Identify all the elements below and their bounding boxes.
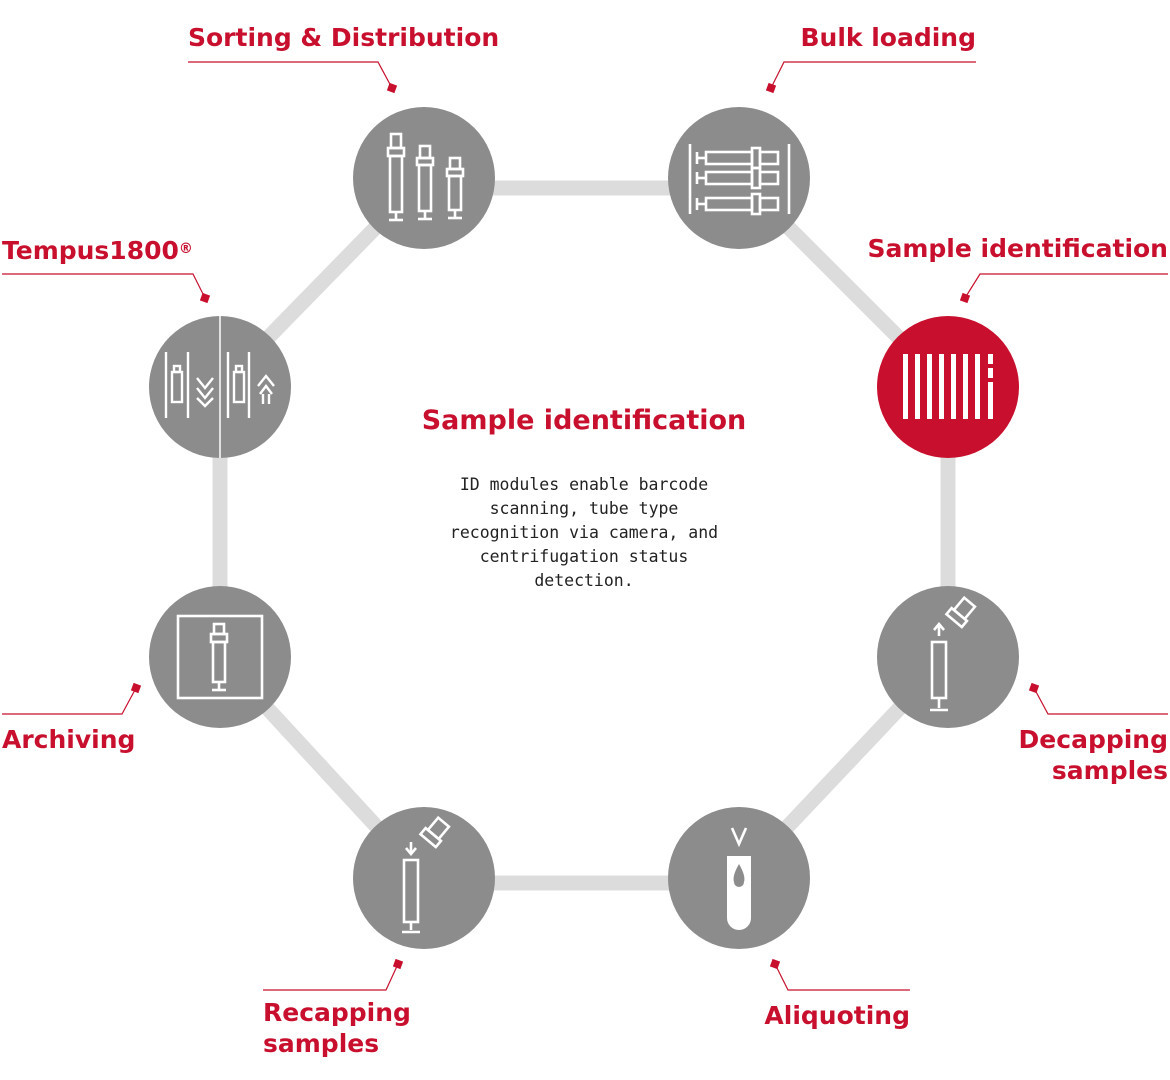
label-bulk: Bulk loading: [800, 23, 976, 52]
send-receive-icon: [164, 316, 275, 458]
callout-dot: [199, 292, 211, 304]
callout-line-bulk: [770, 61, 976, 89]
callout-dots: [130, 82, 1040, 970]
station-circle: [877, 316, 1019, 458]
callout-dot: [392, 958, 404, 970]
station-circle: [353, 807, 495, 949]
archive-icon: [176, 614, 264, 700]
callout-dot: [959, 292, 971, 304]
callout-line-decapping: [1033, 687, 1168, 715]
tube-rack-icon: [688, 144, 791, 216]
station-recapping[interactable]: [353, 807, 495, 949]
callout-line-tempus: [2, 273, 206, 299]
label-line: samples: [1051, 756, 1168, 785]
station-tempus[interactable]: [149, 316, 291, 458]
label-archiving: Archiving: [2, 725, 136, 754]
registered-mark: ®: [178, 241, 193, 257]
aliquot-tube-icon: [727, 827, 751, 930]
station-circle: [877, 586, 1019, 728]
center-title: Sample identification: [421, 405, 747, 436]
callout-dot: [130, 682, 142, 694]
station-circle: [149, 586, 291, 728]
decap-icon: [930, 595, 977, 712]
label-line: samples: [263, 1029, 380, 1058]
station-circle: [353, 107, 495, 249]
callout-dot: [769, 958, 781, 970]
recap-icon: [402, 815, 451, 934]
callout-dot: [1028, 682, 1040, 694]
label-aliquoting: Aliquoting: [764, 1001, 910, 1030]
station-archiving[interactable]: [149, 586, 291, 728]
station-identification[interactable]: [877, 316, 1019, 458]
callout-line-aliquoting: [774, 963, 910, 991]
station-circle: [668, 107, 810, 249]
tubes-icon: [386, 132, 465, 222]
label-line: Recapping: [263, 998, 411, 1027]
center-description: ID modules enable barcode scanning, tube…: [449, 475, 719, 590]
callout-line-recapping: [263, 963, 399, 991]
label-recapping: Recapping samples: [263, 997, 411, 1059]
callout-line-sorting: [188, 61, 393, 89]
barcode-icon: [903, 354, 993, 419]
label-identification: Sample identification: [867, 234, 1168, 263]
callout-dot: [386, 82, 398, 94]
label-text: Tempus1800: [2, 236, 179, 265]
station-aliquoting[interactable]: [668, 807, 810, 949]
callout-lines: [2, 61, 1168, 991]
callout-dot: [765, 82, 777, 94]
station-sorting[interactable]: [353, 107, 495, 249]
label-sorting: Sorting & Distribution: [188, 23, 500, 52]
callout-line-identification: [964, 273, 1168, 299]
label-line: Decapping: [1018, 725, 1168, 754]
callout-line-archiving: [2, 687, 137, 715]
station-bulk[interactable]: [668, 107, 810, 249]
station-decapping[interactable]: [877, 586, 1019, 728]
label-tempus: Tempus1800®: [2, 235, 193, 267]
label-decapping: Decapping samples: [1019, 724, 1168, 786]
